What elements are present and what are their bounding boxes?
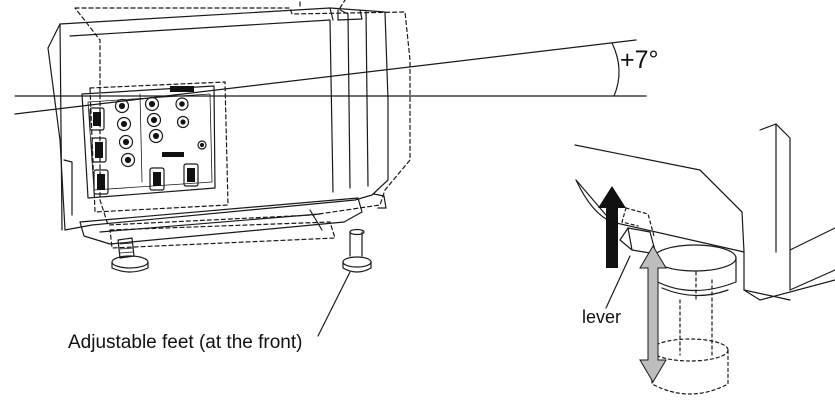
adjustable-feet-label: Adjustable feet (at the front): [68, 332, 303, 353]
lowered-foot-dashed: [651, 338, 729, 395]
up-down-arrow-icon: [639, 245, 667, 383]
front-foot: [342, 228, 372, 273]
tilted-reference-line: [14, 39, 637, 115]
angle-arc: [611, 42, 620, 97]
feet-leader-line: [317, 271, 351, 337]
projector-dashed-outline: [74, 7, 411, 226]
rear-foot: [111, 237, 149, 273]
lever-leader-line: [605, 255, 631, 309]
projector-solid-outline: [47, 7, 389, 231]
lever-label: lever: [582, 307, 622, 327]
rca-jacks: [114, 96, 207, 168]
connector-panel: [81, 85, 216, 199]
projector-body: [47, 0, 411, 273]
up-arrow-icon: [598, 186, 626, 268]
foot-closeup: [574, 123, 835, 356]
angle-label: +7°: [620, 46, 659, 74]
angle-indicator: [14, 39, 647, 115]
